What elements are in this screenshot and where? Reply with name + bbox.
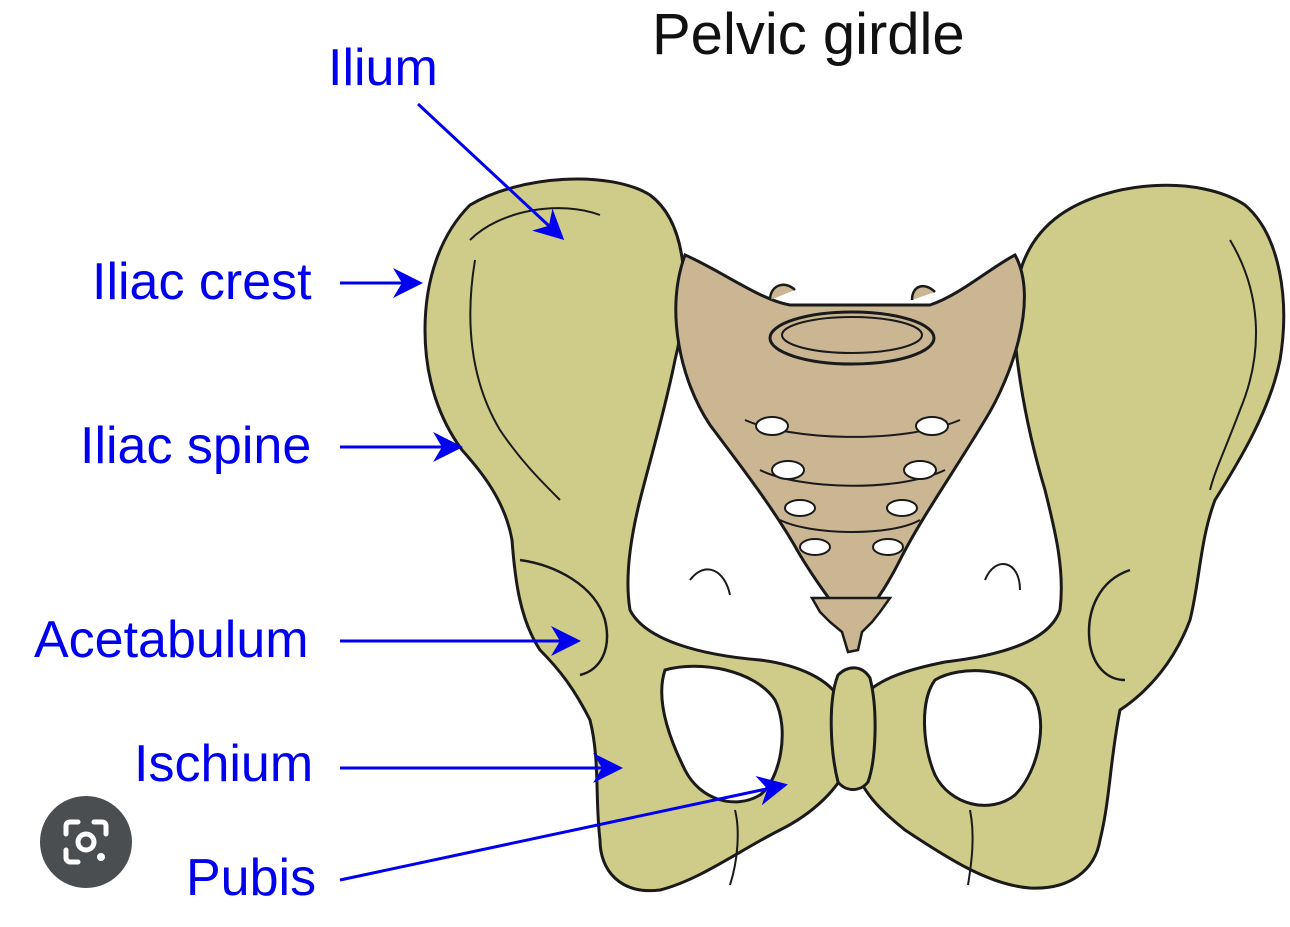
pubis-arrow	[339, 775, 788, 882]
diagram-title: Pelvic girdle	[652, 2, 965, 67]
right-hip-bone	[853, 183, 1286, 890]
sacrum	[674, 252, 1026, 654]
label-ilium: Ilium	[328, 39, 438, 97]
ilium-arrow	[416, 102, 565, 241]
label-iliac-crest: Iliac crest	[92, 253, 312, 311]
label-arrows	[339, 102, 788, 882]
pubic-symphysis	[829, 666, 877, 791]
left-hip-bone	[423, 177, 852, 893]
label-ischium: Ischium	[134, 735, 314, 793]
google-lens-button[interactable]	[40, 796, 132, 888]
label-pubis: Pubis	[186, 849, 317, 907]
google-lens-icon	[63, 819, 109, 865]
label-iliac-spine: Iliac spine	[80, 417, 312, 475]
label-acetabulum: Acetabulum	[34, 611, 309, 669]
